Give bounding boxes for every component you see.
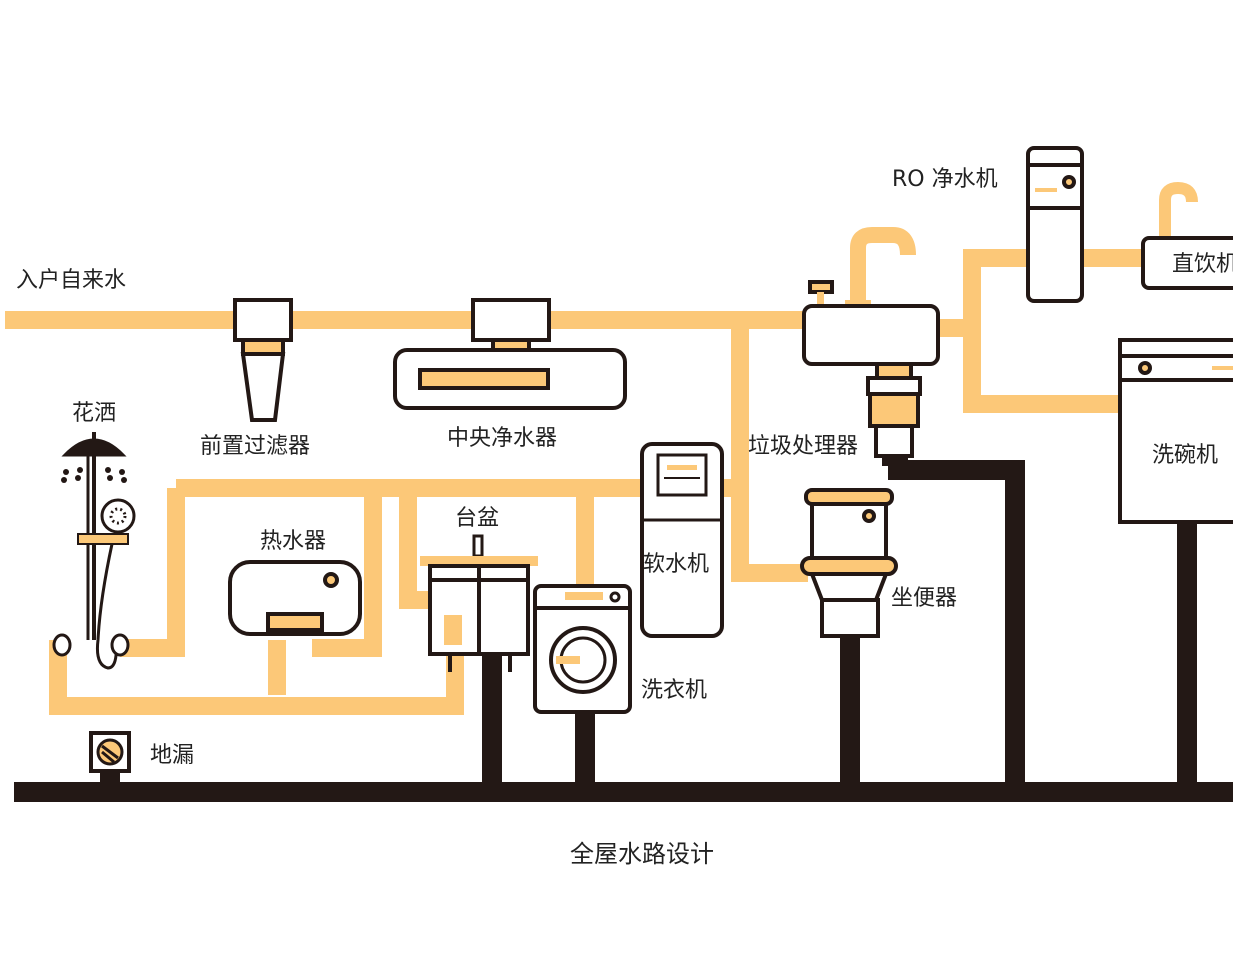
label-dishwasher: 洗碗机 bbox=[1152, 443, 1218, 468]
label-floor-drain: 地漏 bbox=[150, 743, 194, 768]
drain-pipes bbox=[14, 460, 1233, 802]
toilet-supply-pipe bbox=[731, 488, 808, 582]
label-central-purifier: 中央净水器 bbox=[447, 426, 557, 451]
direct-drink-device bbox=[1141, 181, 1233, 290]
dishwasher-supply-pipe bbox=[963, 328, 1120, 413]
floor-drain-device bbox=[89, 731, 131, 773]
label-pre-filter: 前置过滤器 bbox=[200, 434, 310, 459]
kitchen-sink-device bbox=[802, 227, 940, 466]
shower-device bbox=[52, 432, 136, 670]
shower-feed-pipe bbox=[120, 488, 185, 657]
ro-purifier-device bbox=[1026, 146, 1084, 303]
dishwasher-device bbox=[1118, 338, 1233, 524]
washing-machine-device bbox=[533, 584, 632, 714]
label-garbage-disposer: 垃圾处理器 bbox=[748, 434, 858, 459]
label-inlet: 入户自来水 bbox=[16, 268, 126, 293]
label-water-heater: 热水器 bbox=[260, 529, 326, 554]
toilet-device bbox=[800, 488, 898, 638]
hot-water-loop-pipe bbox=[49, 615, 464, 715]
label-ro-purifier: RO 净水机 bbox=[892, 167, 998, 192]
label-softener: 软水机 bbox=[643, 552, 709, 577]
diagram-caption: 全屋水路设计 bbox=[570, 840, 714, 868]
heater-feed-pipe bbox=[312, 488, 382, 657]
water-softener-device bbox=[640, 442, 724, 638]
label-basin: 台盆 bbox=[455, 506, 499, 531]
label-washer: 洗衣机 bbox=[641, 678, 707, 703]
basin-device bbox=[420, 534, 538, 672]
label-direct-drink: 直饮机 bbox=[1172, 252, 1233, 277]
label-shower: 花洒 bbox=[72, 401, 116, 426]
water-heater-device bbox=[228, 560, 362, 636]
disposer-drain-pipe bbox=[888, 460, 1025, 792]
central-purifier-device bbox=[393, 298, 627, 410]
pre-filter-device bbox=[233, 298, 293, 422]
label-toilet: 坐便器 bbox=[891, 586, 957, 611]
